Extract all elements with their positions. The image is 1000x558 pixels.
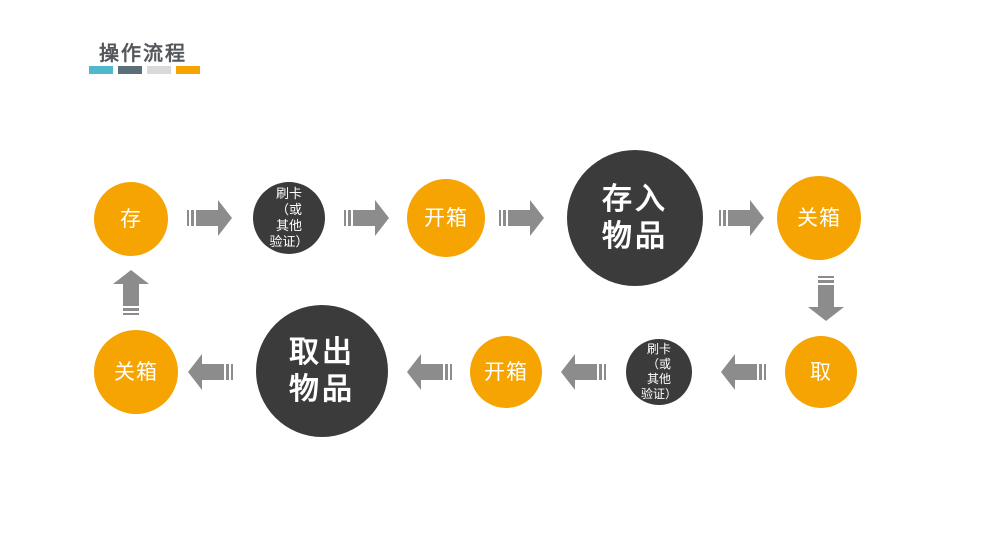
arrow-verify-to-open-icon bbox=[344, 199, 390, 237]
node-close-bottom: 关箱 bbox=[94, 330, 178, 414]
arrow-store-to-verify-icon bbox=[187, 199, 233, 237]
arrow-open-to-withdraw-icon bbox=[406, 353, 452, 391]
arrow-open-to-deposit-icon bbox=[499, 199, 545, 237]
accent-bar-orange bbox=[176, 66, 200, 74]
node-store-label: 存 bbox=[120, 207, 142, 231]
node-deposit-items: 存入 物品 bbox=[567, 150, 703, 286]
node-deposit-items-label: 存入 物品 bbox=[602, 183, 668, 253]
node-open-top: 开箱 bbox=[407, 179, 485, 257]
arrow-verify-to-open-bottom-icon bbox=[560, 353, 606, 391]
node-open-bottom-label: 开箱 bbox=[484, 360, 528, 384]
node-open-bottom: 开箱 bbox=[470, 336, 542, 408]
node-verify-top-label: 刷卡 （或 其他 验证） bbox=[269, 186, 309, 249]
arrow-take-to-verify-icon bbox=[720, 353, 766, 391]
node-take-label: 取 bbox=[810, 360, 832, 384]
arrow-deposit-to-close-icon bbox=[719, 199, 765, 237]
node-withdraw-items-label: 取出 物品 bbox=[289, 336, 355, 406]
node-verify-bottom: 刷卡 （或 其他 验证） bbox=[626, 339, 692, 405]
node-verify-bottom-label: 刷卡 （或 其他 验证） bbox=[640, 342, 677, 401]
title-accent-bars bbox=[89, 66, 200, 74]
node-take: 取 bbox=[785, 336, 857, 408]
arrow-close-to-store-icon bbox=[112, 269, 150, 315]
node-store: 存 bbox=[94, 182, 168, 256]
accent-bar-teal bbox=[89, 66, 113, 74]
arrow-withdraw-to-close-icon bbox=[187, 353, 233, 391]
accent-bar-light-gray bbox=[147, 66, 171, 74]
accent-bar-slate bbox=[118, 66, 142, 74]
slide-title: 操作流程 bbox=[99, 43, 187, 65]
node-close-bottom-label: 关箱 bbox=[114, 360, 158, 384]
node-open-top-label: 开箱 bbox=[424, 206, 468, 230]
node-close-top-label: 关箱 bbox=[797, 206, 841, 230]
arrow-close-to-take-icon bbox=[807, 276, 845, 322]
node-withdraw-items: 取出 物品 bbox=[256, 305, 388, 437]
node-verify-top: 刷卡 （或 其他 验证） bbox=[253, 182, 325, 254]
node-close-top: 关箱 bbox=[777, 176, 861, 260]
